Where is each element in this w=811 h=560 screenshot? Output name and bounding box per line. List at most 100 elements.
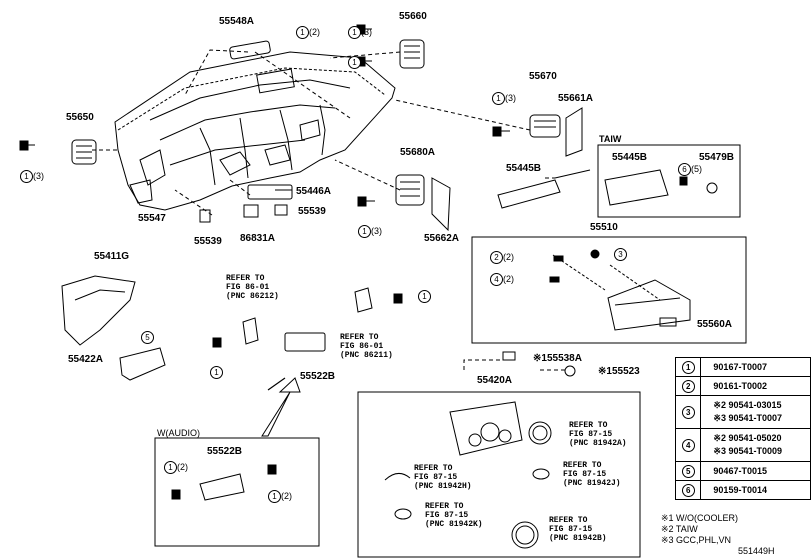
circle-6-icon: 6 <box>681 483 695 497</box>
circle-1-icon: 1 <box>358 225 371 238</box>
leader-lines <box>92 49 568 371</box>
legend-part-number: ※2 90541-03015 <box>713 400 782 410</box>
circle-1-icon: 1 <box>348 26 361 39</box>
legend-row: 2 90161-T0002 <box>674 376 811 396</box>
part-55662A-label: 55662A <box>424 233 460 244</box>
frame-audio-label: W(AUDIO) <box>157 428 200 438</box>
callout-qty: (2) <box>503 273 514 284</box>
part-55547-label: 55547 <box>138 213 166 224</box>
callout-4-2: 4(2) <box>490 273 514 286</box>
part-55522B-label: 55522B <box>300 371 336 382</box>
part-55523-label: ※155523 <box>598 366 640 377</box>
callout-1: 1 <box>348 56 361 69</box>
frame-taiw-label: TAIW <box>599 134 622 144</box>
circle-1-icon: 1 <box>296 26 309 39</box>
part-55538A-label: ※155538A <box>533 353 582 364</box>
part-55522B-audio-label: 55522B <box>207 446 243 457</box>
callout-1-3: 1(3) <box>348 26 372 39</box>
callout-qty: (3) <box>371 225 382 236</box>
footnote-3: ※3 GCC,PHL,VN <box>661 535 732 545</box>
part-55560A-label: 55560A <box>697 319 733 330</box>
part-55422A-label: 55422A <box>68 354 104 365</box>
part-55661A-label: 55661A <box>558 93 594 104</box>
part-86831A-label: 86831A <box>240 233 276 244</box>
circle-1-icon: 1 <box>681 360 695 374</box>
callout-qty: (2) <box>281 490 292 501</box>
circle-1-icon: 1 <box>20 170 33 183</box>
circle-4-icon: 4 <box>681 438 695 452</box>
callout-qty: (2) <box>503 251 514 262</box>
callout-3: 3 <box>614 248 627 261</box>
callout-1-3: 1(3) <box>20 170 44 183</box>
vents-and-parts <box>61 39 718 549</box>
screws <box>19 24 688 500</box>
part-55445B-taiw-label: 55445B <box>612 152 648 163</box>
part-55548A-label: 55548A <box>219 16 255 27</box>
part-55445B-label: 55445B <box>506 163 542 174</box>
callout-1: 1 <box>210 366 223 379</box>
instrument-panel-drawing <box>114 51 396 211</box>
circle-1-icon: 1 <box>164 461 177 474</box>
legend-row: 5 90467-T0015 <box>674 461 811 481</box>
circle-3-icon: 3 <box>681 405 695 419</box>
part-55670-label: 55670 <box>529 71 557 82</box>
callout-1-3: 1(3) <box>358 225 382 238</box>
legend-row: 4 ※2 90541-05020 ※3 90541-T0009 <box>674 428 811 462</box>
legend-part-number: 90467-T0015 <box>713 465 767 476</box>
callout-6-5: 6(5) <box>678 163 702 176</box>
circle-3-icon: 3 <box>614 248 627 261</box>
circle-5-icon: 5 <box>141 331 154 344</box>
legend-part-number: ※3 90541-T0009 <box>713 446 783 456</box>
footnote-2: ※2 TAIW <box>661 524 698 534</box>
circle-1-icon: 1 <box>348 56 361 69</box>
callout-1-2: 1(2) <box>164 461 188 474</box>
callout-qty: (3) <box>361 26 372 37</box>
part-55539-label: 55539 <box>194 236 222 247</box>
callout-qty: (2) <box>309 26 320 37</box>
circle-5-icon: 5 <box>681 464 695 478</box>
legend-part-number: ※3 90541-T0007 <box>713 413 783 423</box>
part-55539-label: 55539 <box>298 206 326 217</box>
part-55479B-label: 55479B <box>699 152 735 163</box>
diagram-id: 551449H <box>738 546 775 556</box>
callout-1-2: 1(2) <box>296 26 320 39</box>
circle-1-icon: 1 <box>268 490 281 503</box>
callout-2-2: 2(2) <box>490 251 514 264</box>
legend-part-number: 90159-T0014 <box>713 484 767 495</box>
callout-1-2: 1(2) <box>268 490 292 503</box>
solid-leaders <box>261 169 661 437</box>
legend-table: 1 90167-T0007 2 90161-T0002 3 ※2 90541-0… <box>674 357 811 500</box>
callout-qty: (5) <box>691 163 702 174</box>
frames <box>154 144 747 558</box>
legend-row: 3 ※2 90541-03015 ※3 90541-T0007 <box>674 395 811 429</box>
circle-6-icon: 6 <box>678 163 691 176</box>
circle-1-icon: 1 <box>418 290 431 303</box>
part-55660-label: 55660 <box>399 11 427 22</box>
legend-row: 1 90167-T0007 <box>674 357 811 377</box>
callout-qty: (3) <box>33 170 44 181</box>
callout-qty: (3) <box>505 92 516 103</box>
part-55650-label: 55650 <box>66 112 94 123</box>
part-55680A-label: 55680A <box>400 147 436 158</box>
circle-2-icon: 2 <box>681 379 695 393</box>
legend-part-number: ※2 90541-05020 <box>713 433 782 443</box>
legend-part-number: 90167-T0007 <box>713 361 767 372</box>
callout-1: 1 <box>418 290 431 303</box>
circle-4-icon: 4 <box>490 273 503 286</box>
footnote-1: ※1 W/O(COOLER) <box>661 513 739 523</box>
legend-part-number: 90161-T0002 <box>713 380 767 391</box>
circle-2-icon: 2 <box>490 251 503 264</box>
part-55420A-label: 55420A <box>477 375 513 386</box>
circle-1-icon: 1 <box>210 366 223 379</box>
callout-5: 5 <box>141 331 154 344</box>
part-55510-label: 55510 <box>590 222 618 233</box>
callout-1-3: 1(3) <box>492 92 516 105</box>
